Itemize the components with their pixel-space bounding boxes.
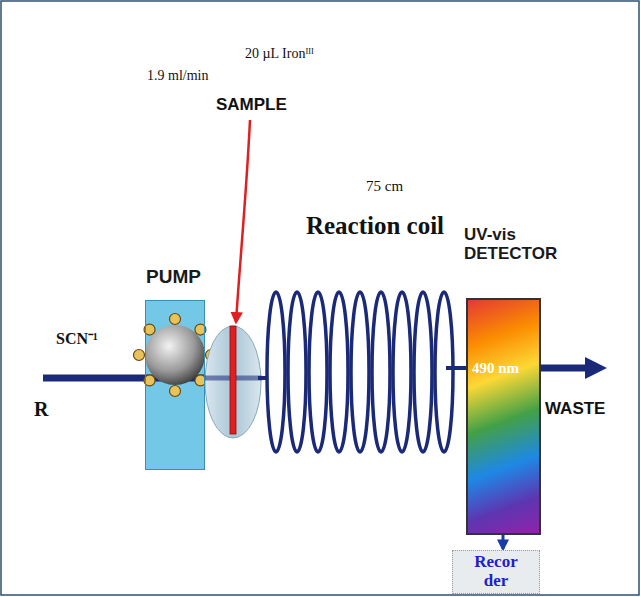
sample-arrow <box>236 120 250 322</box>
roller <box>170 386 181 397</box>
pump-box: PUMP <box>145 300 205 470</box>
coil-winding <box>309 292 327 452</box>
coil-winding <box>267 292 285 452</box>
detector-box: UV-vis DETECTOR490 nm <box>466 298 541 535</box>
coil-outlet <box>446 366 467 370</box>
roller <box>134 350 145 361</box>
recorder-label: Recor der <box>466 553 526 590</box>
pump-rotor <box>145 325 205 385</box>
coil-length: 75 cm <box>366 178 403 195</box>
flow-rate: 1.9 ml/min <box>147 68 208 83</box>
detector-label: UV-vis DETECTOR <box>464 226 556 263</box>
sample-label: SAMPLE <box>216 96 287 115</box>
signal-arrow <box>502 535 505 549</box>
reagent-name: R <box>34 398 48 420</box>
pump-label: PUMP <box>146 267 216 288</box>
reagent-label: SCN⁻¹ <box>56 330 98 348</box>
wavelength-label: 490 nm <box>472 360 538 377</box>
sample-loop <box>230 326 236 434</box>
coil-winding <box>372 292 390 452</box>
coil-winding <box>288 292 306 452</box>
reaction-coil <box>267 292 453 452</box>
waste-arrow <box>540 365 598 372</box>
coil-winding <box>330 292 348 452</box>
coil-winding <box>393 292 411 452</box>
sample-volume: 20 µL Ironᴵᴵᴵ <box>245 46 314 61</box>
coil-winding <box>414 292 432 452</box>
pump-body <box>145 300 205 470</box>
coil-winding <box>435 292 453 452</box>
injection-valve <box>205 326 261 438</box>
recorder-box: Recor der <box>452 550 540 594</box>
coil-label: Reaction coil <box>300 212 450 240</box>
waste-label: WASTE <box>545 400 605 419</box>
roller <box>170 314 181 325</box>
coil-winding <box>351 292 369 452</box>
